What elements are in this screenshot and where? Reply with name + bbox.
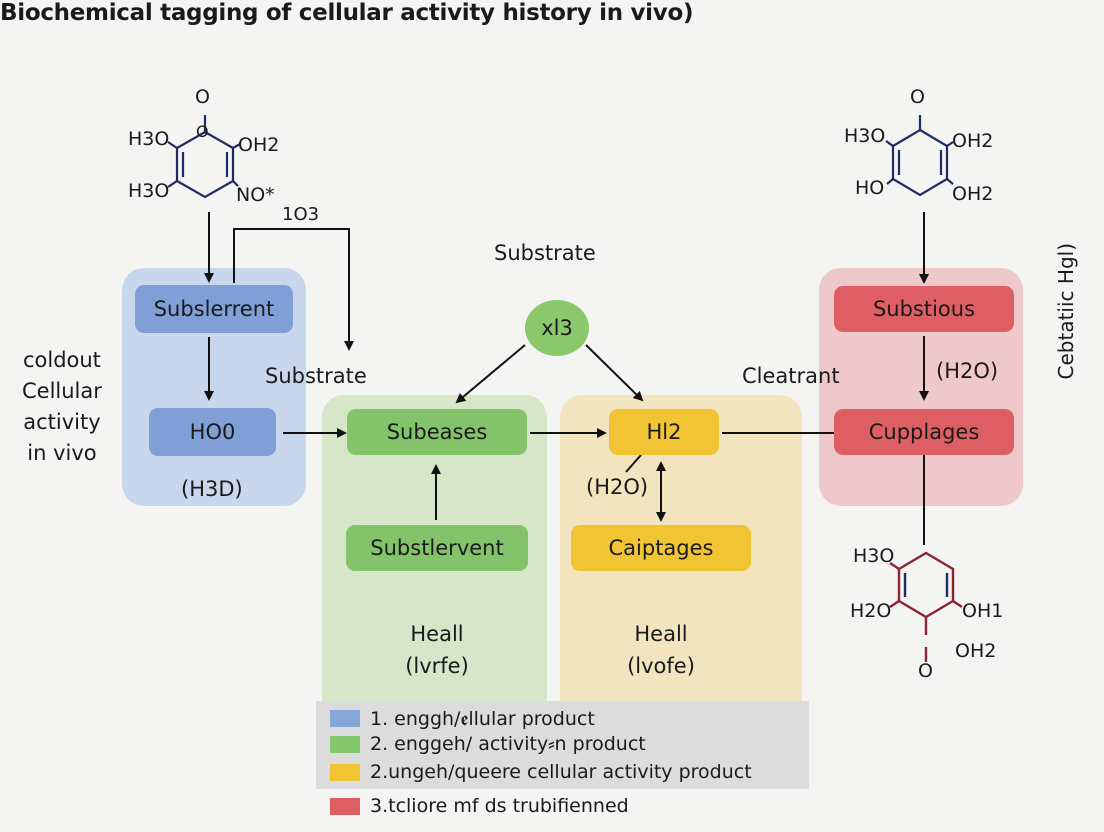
label-h2o-red: (H2O)	[936, 359, 999, 383]
node-ho0: HO0	[149, 408, 276, 456]
molecule-top-left-ring	[167, 115, 241, 199]
footer-green-line-2: (lvrfe)	[405, 654, 469, 678]
label-h3d: (H3D)	[181, 477, 243, 501]
arrow-xl3-to-subeases	[455, 344, 526, 404]
left-label-line-1: coldout	[22, 348, 101, 372]
mol-tr-o-top: O	[910, 86, 925, 108]
mol-tr-oh2-2: OH2	[952, 183, 994, 205]
arrow-xl3-to-hl2	[585, 344, 644, 402]
mol-tl-h3o-1: H3O	[128, 128, 170, 150]
left-label-line-2: Cellular	[22, 379, 102, 403]
mol-tr-oh2-1: OH2	[952, 130, 994, 152]
legend-text-4: 3.tcliore mf ds trubifienned	[370, 795, 629, 817]
node-substlervent: Substlervent	[346, 525, 528, 571]
footer-yellow-line-1: Heall	[634, 622, 688, 646]
mol-br-h3o: H3O	[853, 545, 895, 567]
legend-item-2: 2. enggeh/ activity⸗n product	[330, 733, 646, 756]
node-hl2: Hl2	[609, 409, 719, 455]
node-subeases: Subeases	[347, 409, 527, 455]
legend-swatch-blue	[330, 709, 360, 727]
footer-yellow-line-2: (lvofe)	[627, 654, 695, 678]
legend-item-4: 3.tcliore mf ds trubifienned	[330, 795, 629, 817]
mol-tl-o-ring: O	[196, 122, 209, 141]
footer-yellow: Heall (lvofe)	[616, 618, 706, 682]
legend-item-3: 2.ungeh/queere cellular activity product	[330, 761, 752, 783]
mol-tl-oh2: OH2	[238, 134, 280, 156]
legend-text-2: 2. enggeh/ activity⸗n product	[370, 733, 646, 755]
mol-tl-h3o-2: H3O	[128, 180, 170, 202]
footer-green-line-1: Heall	[410, 622, 464, 646]
node-xl3: xl3	[525, 300, 589, 356]
legend-item-1: 1. enggh/ꬲllular product	[330, 705, 595, 731]
bond-hl2-h2o	[625, 454, 642, 473]
mol-tr-ho: HO	[855, 177, 885, 199]
label-h2o-yellow: (H2O)	[586, 475, 649, 499]
label-substrate-top: Substrate	[494, 241, 596, 265]
legend-box	[316, 701, 809, 789]
mol-tl-o-top: O	[195, 86, 210, 108]
node-cupplages: Cupplages	[834, 409, 1014, 455]
node-substious: Substious	[834, 286, 1014, 332]
legend-swatch-red	[330, 797, 360, 815]
legend-text-3: 2.ungeh/queere cellular activity product	[370, 761, 752, 783]
footer-green: Heall (lvrfe)	[394, 618, 480, 682]
molecule-bottom-right-ring	[889, 551, 963, 662]
label-cleatrant: Cleatrant	[742, 364, 840, 388]
label-vertical: Cebtatiic Hgl)	[1054, 243, 1078, 380]
mol-br-o-bottom: O	[918, 660, 933, 682]
diagram-title: Biochemical tagging of cellular activity…	[0, 0, 694, 26]
mol-br-oh2: OH2	[955, 640, 997, 662]
mol-tl-no: NO*	[236, 184, 275, 206]
legend-swatch-green	[330, 736, 360, 753]
label-substrate-mid: Substrate	[265, 364, 367, 388]
mol-tr-h3o: H3O	[844, 125, 886, 147]
molecule-top-right-ring	[885, 115, 954, 197]
left-label-line-4: in vivo	[27, 441, 97, 465]
node-subslerrent: Subslerrent	[135, 285, 293, 333]
legend-text-1: 1. enggh/ꬲllular product	[370, 708, 595, 730]
node-caiptages: Caiptages	[571, 525, 751, 571]
left-label-line-3: activity	[23, 410, 101, 434]
label-io3: 1O3	[282, 204, 320, 225]
left-label: coldout Cellular activity in vivo	[22, 345, 102, 469]
mol-br-h2o: H2O	[850, 600, 892, 622]
legend-swatch-yellow	[330, 763, 360, 781]
mol-br-oh1: OH1	[962, 600, 1004, 622]
arrow-bracket-to-substrate	[233, 228, 354, 351]
